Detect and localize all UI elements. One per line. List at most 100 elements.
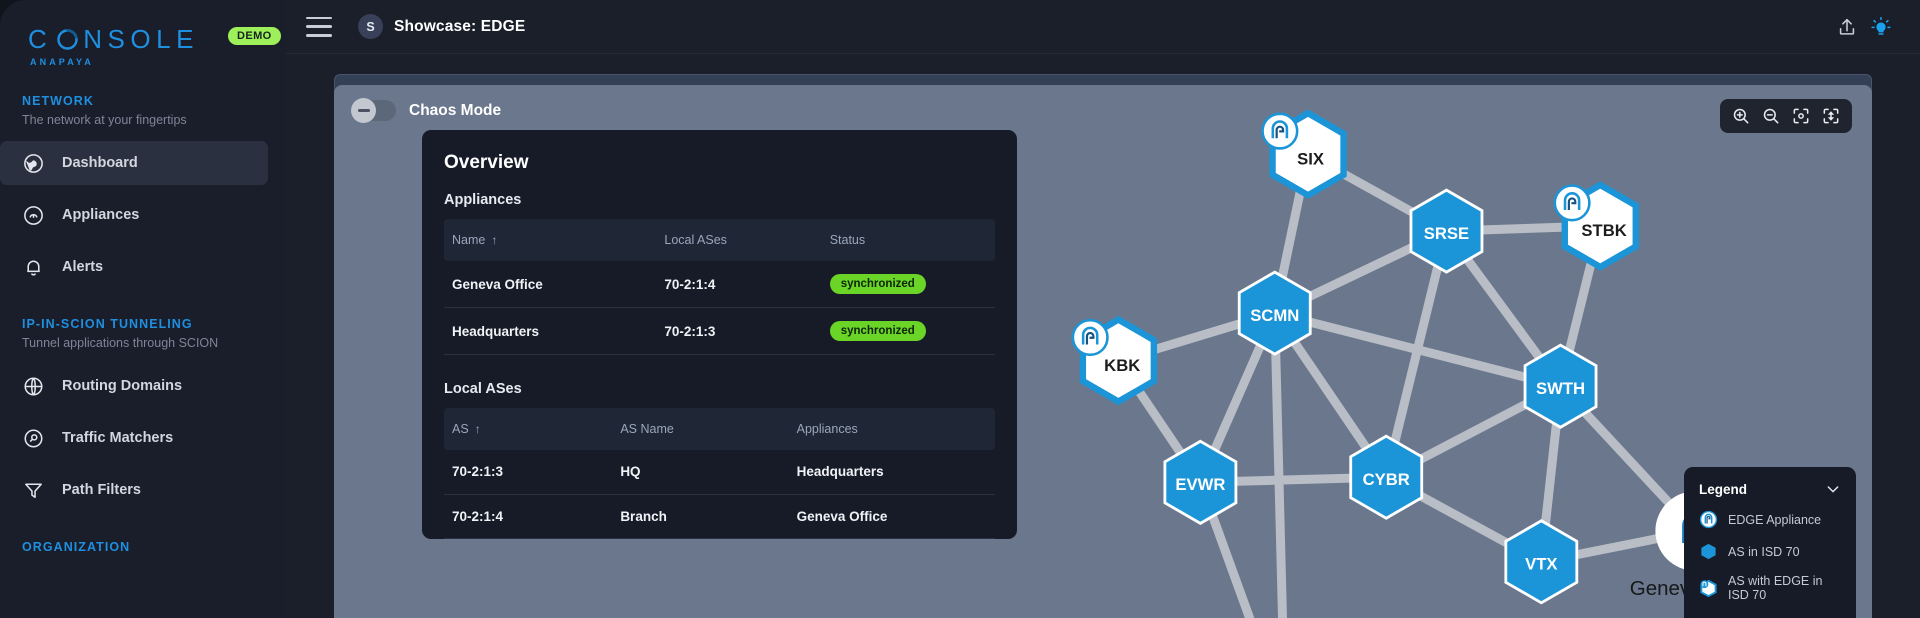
legend-label: EDGE Appliance	[1728, 512, 1822, 527]
hamburger-icon[interactable]	[306, 16, 332, 37]
zoom-in-icon[interactable]	[1729, 104, 1753, 128]
svg-text:VTX: VTX	[1525, 554, 1557, 573]
legend-title: Legend	[1699, 481, 1748, 497]
svg-text:SWTH: SWTH	[1536, 379, 1585, 398]
legend-item-as-isd70: AS in ISD 70	[1699, 542, 1841, 561]
hexagon-blue-icon	[1699, 542, 1718, 561]
hexagon-white-edge-icon	[1699, 579, 1718, 598]
section-title-network: NETWORK	[22, 94, 94, 108]
table-row[interactable]: Geneva Office 70-2:1:4 synchronized	[444, 261, 995, 308]
network-topology-graph[interactable]: SIX SRSE STBK SCMN KBK	[334, 85, 1872, 618]
local-ases-table: AS↑ AS Name Appliances 70-2:1:3 HQ Headq…	[444, 408, 995, 539]
sidebar-item-appliances[interactable]: Appliances	[0, 193, 268, 237]
demo-badge: DEMO	[228, 27, 281, 45]
appliances-table: Name↑ Local ASes Status Geneva Office 70…	[444, 219, 995, 355]
funnel-icon	[22, 479, 45, 502]
svg-text:CYBR: CYBR	[1363, 470, 1410, 489]
local-ases-table-body: 70-2:1:3 HQ Headquarters 70-2:1:4 Branch…	[444, 450, 995, 539]
legend-label: AS with EDGE in ISD 70	[1728, 574, 1823, 602]
section-subtitle-tunneling: Tunnel applications through SCION	[22, 336, 219, 350]
section-title-organization: ORGANIZATION	[22, 540, 131, 554]
chaos-mode-toggle[interactable]: Chaos Mode	[351, 98, 502, 123]
graph-node-kbk[interactable]: KBK	[1071, 320, 1154, 402]
sidebar-item-dashboard[interactable]: Dashboard	[0, 141, 268, 185]
table-row[interactable]: 70-2:1:3 HQ Headquarters	[444, 450, 995, 495]
upload-icon[interactable]	[1830, 10, 1864, 44]
topology-canvas[interactable]: Chaos Mode	[334, 85, 1872, 618]
column-header-name[interactable]: Name↑	[444, 219, 665, 261]
context-switcher[interactable]: S Showcase: EDGE	[358, 14, 525, 39]
svg-text:SCMN: SCMN	[1250, 306, 1299, 325]
sidebar-item-label: Alerts	[62, 259, 104, 275]
brand-word-right: NSOLE	[83, 24, 199, 54]
sidebar-item-label: Dashboard	[62, 155, 138, 171]
brand-wordmark: C NSOLE	[28, 26, 199, 52]
sidebar-item-path-filters[interactable]: Path Filters	[0, 468, 268, 512]
sidebar-section-tunneling: IP-IN-SCION TUNNELING Tunnel application…	[0, 317, 286, 350]
graph-node-vtx[interactable]: VTX	[1504, 519, 1579, 605]
fit-screen-icon[interactable]	[1819, 104, 1843, 128]
sidebar-item-label: Appliances	[62, 207, 140, 223]
graph-node-six[interactable]: SIX	[1261, 113, 1344, 195]
sidebar-section-organization: ORGANIZATION	[0, 540, 286, 554]
cell-status: synchronized	[829, 261, 995, 308]
lightbulb-icon[interactable]	[1864, 10, 1898, 44]
graph-controls	[1720, 99, 1852, 133]
svg-text:EVWR: EVWR	[1175, 475, 1225, 494]
legend-item-as-with-edge-isd70: AS with EDGE in ISD 70	[1699, 574, 1841, 602]
legend-header[interactable]: Legend	[1699, 481, 1841, 497]
brand-logo[interactable]: C NSOLE ANAPAYA DEMO	[0, 0, 286, 67]
chevron-down-icon[interactable]	[1825, 481, 1841, 497]
table-row[interactable]: Headquarters 70-2:1:3 synchronized	[444, 307, 995, 355]
globe-dashboard-icon	[22, 152, 45, 175]
local-ases-table-header: AS↑ AS Name Appliances	[444, 408, 995, 450]
globe-icon	[22, 375, 45, 398]
sidebar-item-traffic-matchers[interactable]: Traffic Matchers	[0, 416, 268, 460]
cell-appliances: Headquarters	[796, 450, 995, 495]
toggle-switch[interactable]	[351, 98, 396, 123]
appliances-table-header: Name↑ Local ASes Status	[444, 219, 995, 261]
column-header-as[interactable]: AS↑	[444, 408, 621, 450]
column-header-appliances[interactable]: Appliances	[796, 408, 995, 450]
sidebar-item-routing-domains[interactable]: Routing Domains	[0, 364, 268, 408]
cell-local-ases: 70-2:1:4	[664, 261, 830, 308]
cell-as: 70-2:1:4	[444, 494, 621, 539]
legend-panel: Legend EDGE Appliance	[1684, 467, 1856, 618]
topbar: S Showcase: EDGE	[286, 0, 1920, 54]
cell-name: Geneva Office	[444, 261, 665, 308]
appliances-table-body: Geneva Office 70-2:1:4 synchronized Head…	[444, 261, 995, 355]
graph-node-stbk[interactable]: STBK	[1553, 185, 1636, 267]
svg-text:SIX: SIX	[1297, 149, 1324, 168]
graph-node-cybr[interactable]: CYBR	[1349, 434, 1424, 520]
sort-arrow-icon: ↑	[491, 233, 498, 247]
table-row[interactable]: 70-2:1:4 Branch Geneva Office	[444, 494, 995, 539]
sidebar-item-label: Routing Domains	[62, 378, 183, 394]
brand-o-icon	[55, 27, 80, 52]
sidebar-section-network: NETWORK The network at your fingertips	[0, 94, 286, 127]
sidebar-item-alerts[interactable]: Alerts	[0, 245, 268, 289]
status-badge: synchronized	[829, 321, 926, 341]
column-header-as-name[interactable]: AS Name	[620, 408, 797, 450]
column-header-status[interactable]: Status	[829, 219, 995, 261]
legend-item-edge-appliance: EDGE Appliance	[1699, 510, 1841, 529]
cell-name: Headquarters	[444, 307, 665, 355]
brand-word-left: C	[28, 24, 53, 54]
column-header-local-ases[interactable]: Local ASes	[664, 219, 830, 261]
local-ases-heading: Local ASes	[444, 381, 522, 397]
graph-node-scmn[interactable]: SCMN	[1237, 270, 1312, 356]
graph-node-evwr[interactable]: EVWR	[1163, 439, 1238, 525]
chaos-mode-label: Chaos Mode	[409, 101, 502, 119]
avatar: S	[358, 14, 383, 39]
edge-appliance-icon	[1699, 510, 1718, 529]
legend-label: AS in ISD 70	[1728, 544, 1800, 559]
cell-local-ases: 70-2:1:3	[664, 307, 830, 355]
center-focus-icon[interactable]	[1789, 104, 1813, 128]
appliances-heading: Appliances	[444, 192, 522, 208]
status-badge: synchronized	[829, 274, 926, 294]
zoom-out-icon[interactable]	[1759, 104, 1783, 128]
sidebar-item-label: Traffic Matchers	[62, 430, 174, 446]
graph-node-srse[interactable]: SRSE	[1409, 188, 1484, 274]
cell-appliances: Geneva Office	[796, 494, 995, 539]
graph-node-swth[interactable]: SWTH	[1523, 343, 1598, 429]
